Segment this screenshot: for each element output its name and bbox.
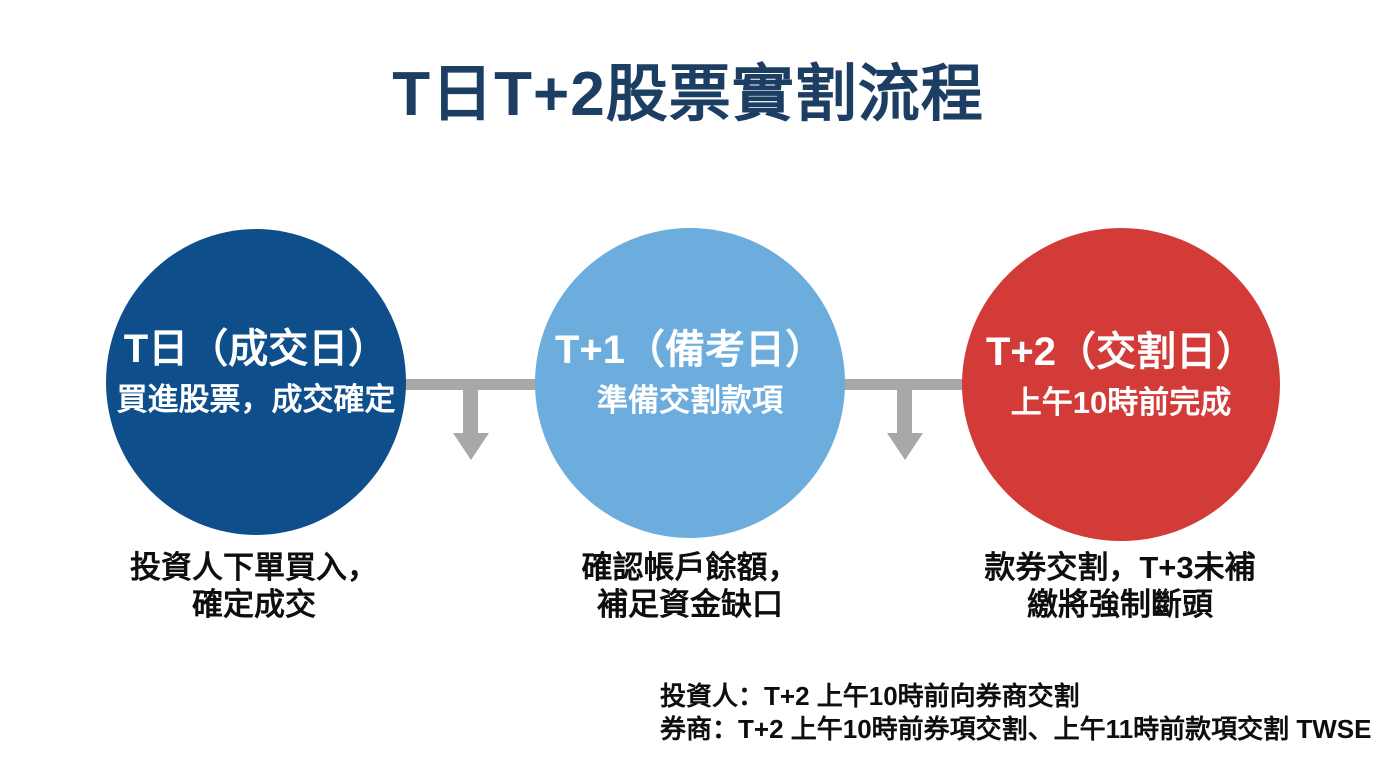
step-circle-subtitle: 準備交割款項: [597, 383, 783, 418]
footnote-broker: 券商：T+2 上午10時前券項交割、上午11時前款項交割 TWSE: [660, 714, 1372, 744]
down-arrow-stem: [463, 384, 478, 433]
step-circle-t1: T+1（備考日） 準備交割款項: [535, 228, 845, 538]
step-circle-title: T+1（備考日）: [554, 328, 826, 372]
caption-line: 款券交割，T+3未補: [984, 550, 1256, 585]
settlement-footnotes: 投資人：T+2 上午10時前向券商交割 券商：T+2 上午10時前券項交割、上午…: [660, 680, 1371, 746]
caption-line: 確定成交: [192, 587, 316, 622]
caption-line: 確認帳戶餘額，: [581, 550, 799, 585]
step-circle-subtitle: 買進股票，成交確定: [116, 382, 396, 417]
down-arrow-head: [453, 433, 489, 460]
step-circle-t0: T日（成交日） 買進股票，成交確定: [106, 229, 406, 535]
footnote-investor: 投資人：T+2 上午10時前向券商交割: [660, 681, 1080, 711]
step-circle-t2: T+2（交割日） 上午10時前完成: [962, 228, 1280, 541]
down-arrow-head: [887, 433, 923, 460]
step-caption-t0: 投資人下單買入， 確定成交: [102, 549, 406, 623]
page-title: T日T+2股票實割流程: [392, 60, 984, 129]
step-circle-title: T+2（交割日）: [985, 329, 1257, 374]
caption-line: 繳將強制斷頭: [1027, 587, 1213, 622]
step-circle-subtitle: 上午10時前完成: [1010, 384, 1232, 420]
step-circle-title: T日（成交日）: [123, 327, 389, 371]
down-arrow-stem: [897, 384, 912, 433]
step-caption-t1: 確認帳戶餘額， 補足資金缺口: [535, 549, 845, 623]
step-caption-t2: 款券交割，T+3未補 繳將強制斷頭: [955, 549, 1285, 623]
caption-line: 投資人下單買入，: [130, 550, 378, 585]
caption-line: 補足資金缺口: [597, 587, 783, 622]
